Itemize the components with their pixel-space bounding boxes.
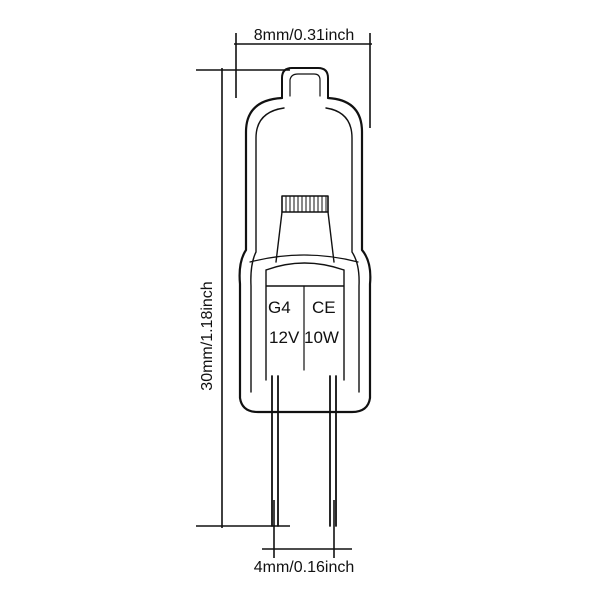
left-pin — [271, 375, 279, 527]
height-label: 30mm/1.18inch — [199, 281, 216, 390]
rating-label: 12V 10W — [269, 328, 339, 347]
pinch-seal — [265, 262, 345, 381]
ce-mark: CE — [312, 298, 336, 317]
filament-coil — [281, 195, 329, 213]
filament-coil-turns — [285, 195, 327, 213]
bulb-tip-highlight — [289, 73, 321, 97]
bulb-inner-envelope — [250, 107, 360, 393]
base-type-label: G4 — [268, 298, 291, 317]
top-width-label: 8mm/0.31inch — [254, 27, 355, 44]
top-width-dimension — [234, 33, 372, 128]
bulb-shoulder — [249, 254, 359, 263]
bottom-width-dimension — [262, 500, 352, 558]
filament-supports — [275, 211, 335, 263]
bulb-outline — [238, 67, 372, 527]
bulb-envelope — [238, 96, 372, 414]
bulb-tip — [281, 67, 329, 99]
right-pin — [329, 375, 337, 527]
bottom-width-label: 4mm/0.16inch — [254, 559, 355, 576]
